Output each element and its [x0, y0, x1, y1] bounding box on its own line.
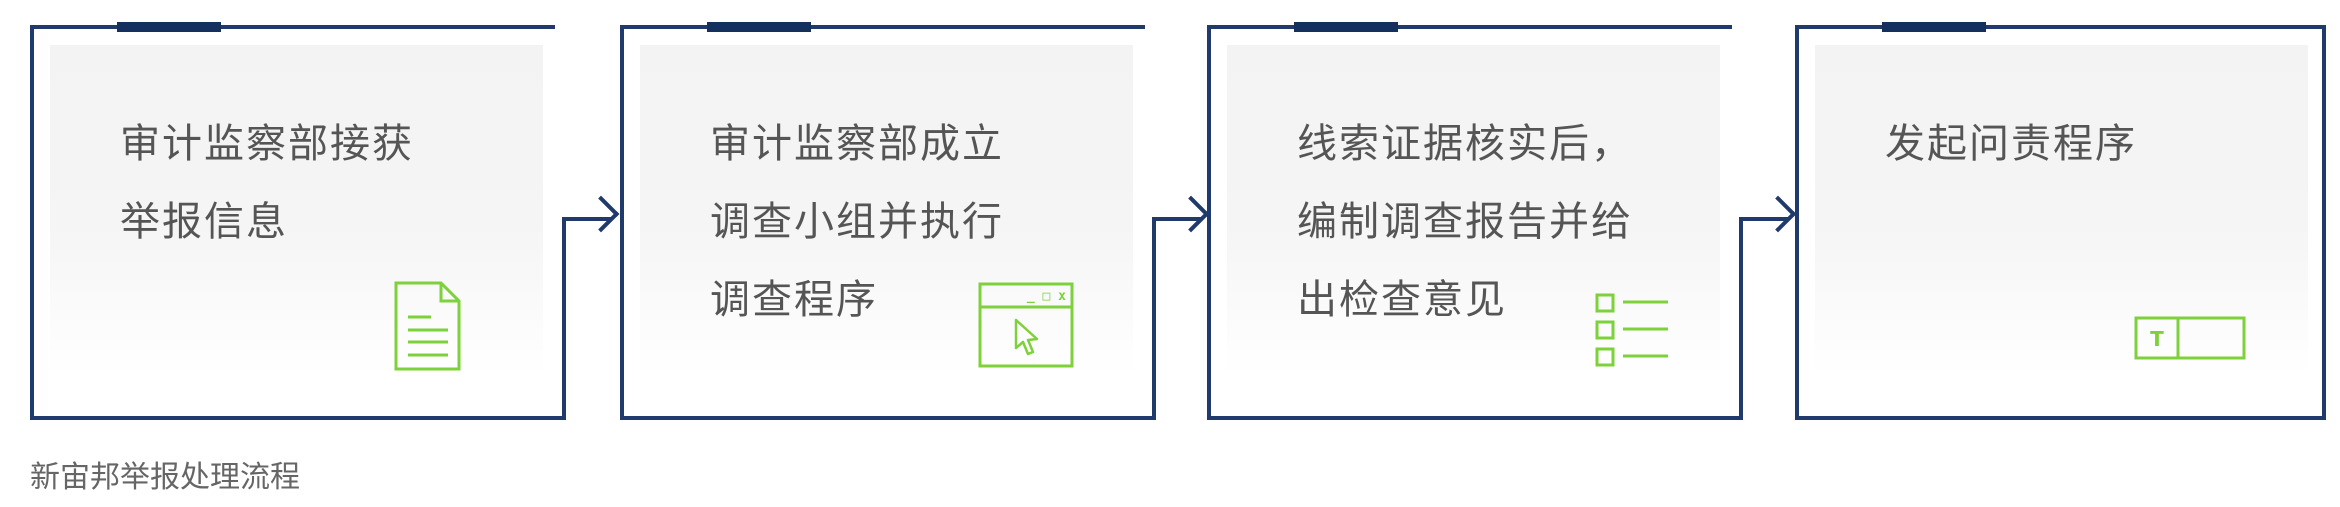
window-controls: _ □ x — [1027, 289, 1066, 304]
step-panel — [1227, 45, 1720, 375]
step-1: 审计监察部接获 举报信息 — [30, 22, 620, 420]
frame-line — [30, 25, 555, 29]
frame-line — [562, 217, 566, 420]
arrow-connector — [562, 217, 612, 221]
diagram-caption: 新宙邦举报处理流程 — [30, 460, 300, 495]
frame-line — [1207, 25, 1732, 29]
checklist-icon — [1595, 293, 1668, 367]
step-tab — [1294, 22, 1398, 32]
frame-line — [620, 25, 624, 420]
step-panel — [50, 45, 543, 375]
text-field-icon: T — [2134, 316, 2246, 360]
arrow-right-icon — [1759, 195, 1797, 233]
frame-line — [30, 25, 34, 420]
arrow-connector — [1152, 217, 1202, 221]
step-tab — [117, 22, 221, 32]
step-panel — [640, 45, 1133, 375]
frame-line — [1207, 416, 1743, 420]
step-panel — [1815, 45, 2308, 375]
frame-line — [1795, 25, 2322, 29]
step-tab — [1882, 22, 1986, 32]
text-icon-letter: T — [2150, 327, 2164, 351]
step-4: 发起问责程序 T — [1795, 22, 2340, 420]
document-icon — [394, 281, 461, 371]
frame-line — [1795, 25, 1799, 420]
step-text: 发起问责程序 — [1885, 121, 2137, 167]
frame-line — [2322, 25, 2326, 420]
step-text: 线索证据核实后， 编制调查报告并给 出检查意见 — [1297, 121, 1633, 323]
arrow-right-icon — [582, 195, 620, 233]
frame-line — [1795, 416, 2326, 420]
frame-line — [620, 416, 1156, 420]
step-3: 线索证据核实后， 编制调查报告并给 出检查意见 — [1207, 22, 1797, 420]
frame-line — [30, 416, 566, 420]
frame-line — [1739, 217, 1743, 420]
step-text: 审计监察部成立 调查小组并执行 调查程序 — [710, 121, 1004, 323]
window-cursor-icon: _ □ x — [978, 282, 1074, 368]
step-2: 审计监察部成立 调查小组并执行 调查程序 _ □ x — [620, 22, 1210, 420]
arrow-connector — [1739, 217, 1789, 221]
frame-line — [1207, 25, 1211, 420]
arrow-right-icon — [1172, 195, 1210, 233]
frame-line — [1152, 217, 1156, 420]
frame-line — [620, 25, 1145, 29]
step-text: 审计监察部接获 举报信息 — [120, 121, 414, 245]
step-tab — [707, 22, 811, 32]
